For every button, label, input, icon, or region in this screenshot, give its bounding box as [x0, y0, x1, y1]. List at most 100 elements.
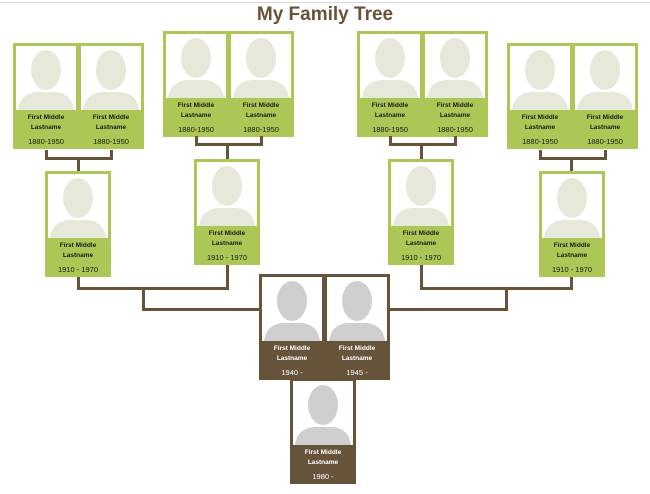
person-dates: 1880-1950 [587, 137, 623, 146]
person-dates: 1910 - 1970 [400, 253, 442, 262]
person-silhouette-icon [577, 50, 633, 110]
person-card[interactable]: First Middle Lastname 1880-1950 [422, 31, 488, 137]
person-card[interactable]: First Middle Lastname 1945 - [324, 274, 390, 380]
connector-line [260, 136, 263, 145]
person-card[interactable]: First Middle Lastname 1880-1950 [572, 43, 638, 149]
connector-line [420, 265, 423, 289]
connector-line [77, 277, 80, 289]
person-name: First Middle Lastname [242, 102, 280, 119]
person-card[interactable]: First Middle Lastname 1910 - 1970 [539, 171, 605, 277]
person-silhouette-icon [168, 38, 224, 98]
photo-placeholder[interactable] [425, 34, 485, 98]
person-name: First Middle Lastname [371, 102, 409, 119]
connector-line [570, 277, 573, 289]
photo-placeholder[interactable] [360, 34, 420, 98]
person-card[interactable]: First Middle Lastname 1980 - [290, 378, 356, 484]
person-silhouette-icon [83, 50, 139, 110]
photo-placeholder[interactable] [575, 46, 635, 110]
person-card[interactable]: First Middle Lastname 1910 - 1970 [194, 159, 260, 265]
person-dates: 1910 - 1970 [57, 265, 99, 274]
connector-line [420, 143, 423, 159]
person-name: First Middle Lastname [586, 114, 624, 131]
person-name: First Middle Lastname [27, 114, 65, 131]
page-title: My Family Tree [256, 4, 394, 25]
photo-placeholder[interactable] [48, 174, 108, 238]
photo-placeholder[interactable] [81, 46, 141, 110]
connector-line [539, 150, 542, 159]
photo-placeholder[interactable] [293, 381, 353, 445]
person-silhouette-icon [329, 281, 385, 341]
person-silhouette-icon [427, 38, 483, 98]
person-name: First Middle Lastname [273, 345, 311, 362]
person-dates: 1880-1950 [243, 125, 279, 134]
connector-line [389, 136, 392, 145]
person-silhouette-icon [264, 281, 320, 341]
person-silhouette-icon [233, 38, 289, 98]
connector-line [195, 136, 198, 145]
person-silhouette-icon [393, 166, 449, 226]
person-card[interactable]: First Middle Lastname 1880-1950 [13, 43, 79, 149]
person-dates: 1880-1950 [437, 125, 473, 134]
person-name: First Middle Lastname [553, 242, 591, 259]
person-card[interactable]: First Middle Lastname 1910 - 1970 [45, 171, 111, 277]
person-card[interactable]: First Middle Lastname 1880-1950 [507, 43, 573, 149]
connector-line [570, 157, 573, 171]
person-silhouette-icon [18, 50, 74, 110]
person-name: First Middle Lastname [338, 345, 376, 362]
photo-placeholder[interactable] [510, 46, 570, 110]
connector-line [604, 150, 607, 159]
person-silhouette-icon [295, 385, 351, 445]
connector-line [505, 287, 508, 310]
person-dates: 1880-1950 [522, 137, 558, 146]
photo-placeholder[interactable] [327, 277, 387, 341]
person-dates: 1945 - [346, 368, 368, 377]
connector-line [226, 265, 229, 289]
connector-line [142, 308, 259, 311]
person-dates: 1940 - [281, 368, 303, 377]
person-name: First Middle Lastname [521, 114, 559, 131]
connector-line [195, 143, 263, 146]
person-silhouette-icon [544, 178, 600, 238]
person-silhouette-icon [362, 38, 418, 98]
connector-line [142, 287, 145, 310]
person-name: First Middle Lastname [304, 449, 342, 466]
person-name: First Middle Lastname [402, 230, 440, 247]
photo-placeholder[interactable] [391, 162, 451, 226]
connector-line [110, 150, 113, 159]
connector-line [420, 287, 573, 290]
person-dates: 1910 - 1970 [206, 253, 248, 262]
person-card[interactable]: First Middle Lastname 1880-1950 [357, 31, 423, 137]
person-card[interactable]: First Middle Lastname 1880-1950 [163, 31, 229, 137]
person-name: First Middle Lastname [59, 242, 97, 259]
connector-line [226, 143, 229, 159]
person-dates: 1880-1950 [93, 137, 129, 146]
person-card[interactable]: First Middle Lastname 1880-1950 [78, 43, 144, 149]
person-dates: 1880-1950 [28, 137, 64, 146]
person-card[interactable]: First Middle Lastname 1880-1950 [228, 31, 294, 137]
person-name: First Middle Lastname [177, 102, 215, 119]
connector-line [539, 157, 607, 160]
person-card[interactable]: First Middle Lastname 1940 - [259, 274, 325, 380]
connector-line [389, 143, 457, 146]
person-dates: 1910 - 1970 [551, 265, 593, 274]
photo-placeholder[interactable] [197, 162, 257, 226]
person-silhouette-icon [199, 166, 255, 226]
person-dates: 1980 - [312, 472, 334, 481]
person-name: First Middle Lastname [208, 230, 246, 247]
person-dates: 1880-1950 [178, 125, 214, 134]
connector-line [77, 287, 229, 290]
connector-line [390, 308, 508, 311]
connector-line [77, 157, 80, 171]
photo-placeholder[interactable] [16, 46, 76, 110]
spreadsheet-gridline [0, 0, 650, 3]
person-dates: 1880-1950 [372, 125, 408, 134]
photo-placeholder[interactable] [542, 174, 602, 238]
photo-placeholder[interactable] [166, 34, 226, 98]
person-silhouette-icon [50, 178, 106, 238]
photo-placeholder[interactable] [231, 34, 291, 98]
person-card[interactable]: First Middle Lastname 1910 - 1970 [388, 159, 454, 265]
person-name: First Middle Lastname [436, 102, 474, 119]
person-silhouette-icon [512, 50, 568, 110]
photo-placeholder[interactable] [262, 277, 322, 341]
connector-line [45, 150, 48, 159]
